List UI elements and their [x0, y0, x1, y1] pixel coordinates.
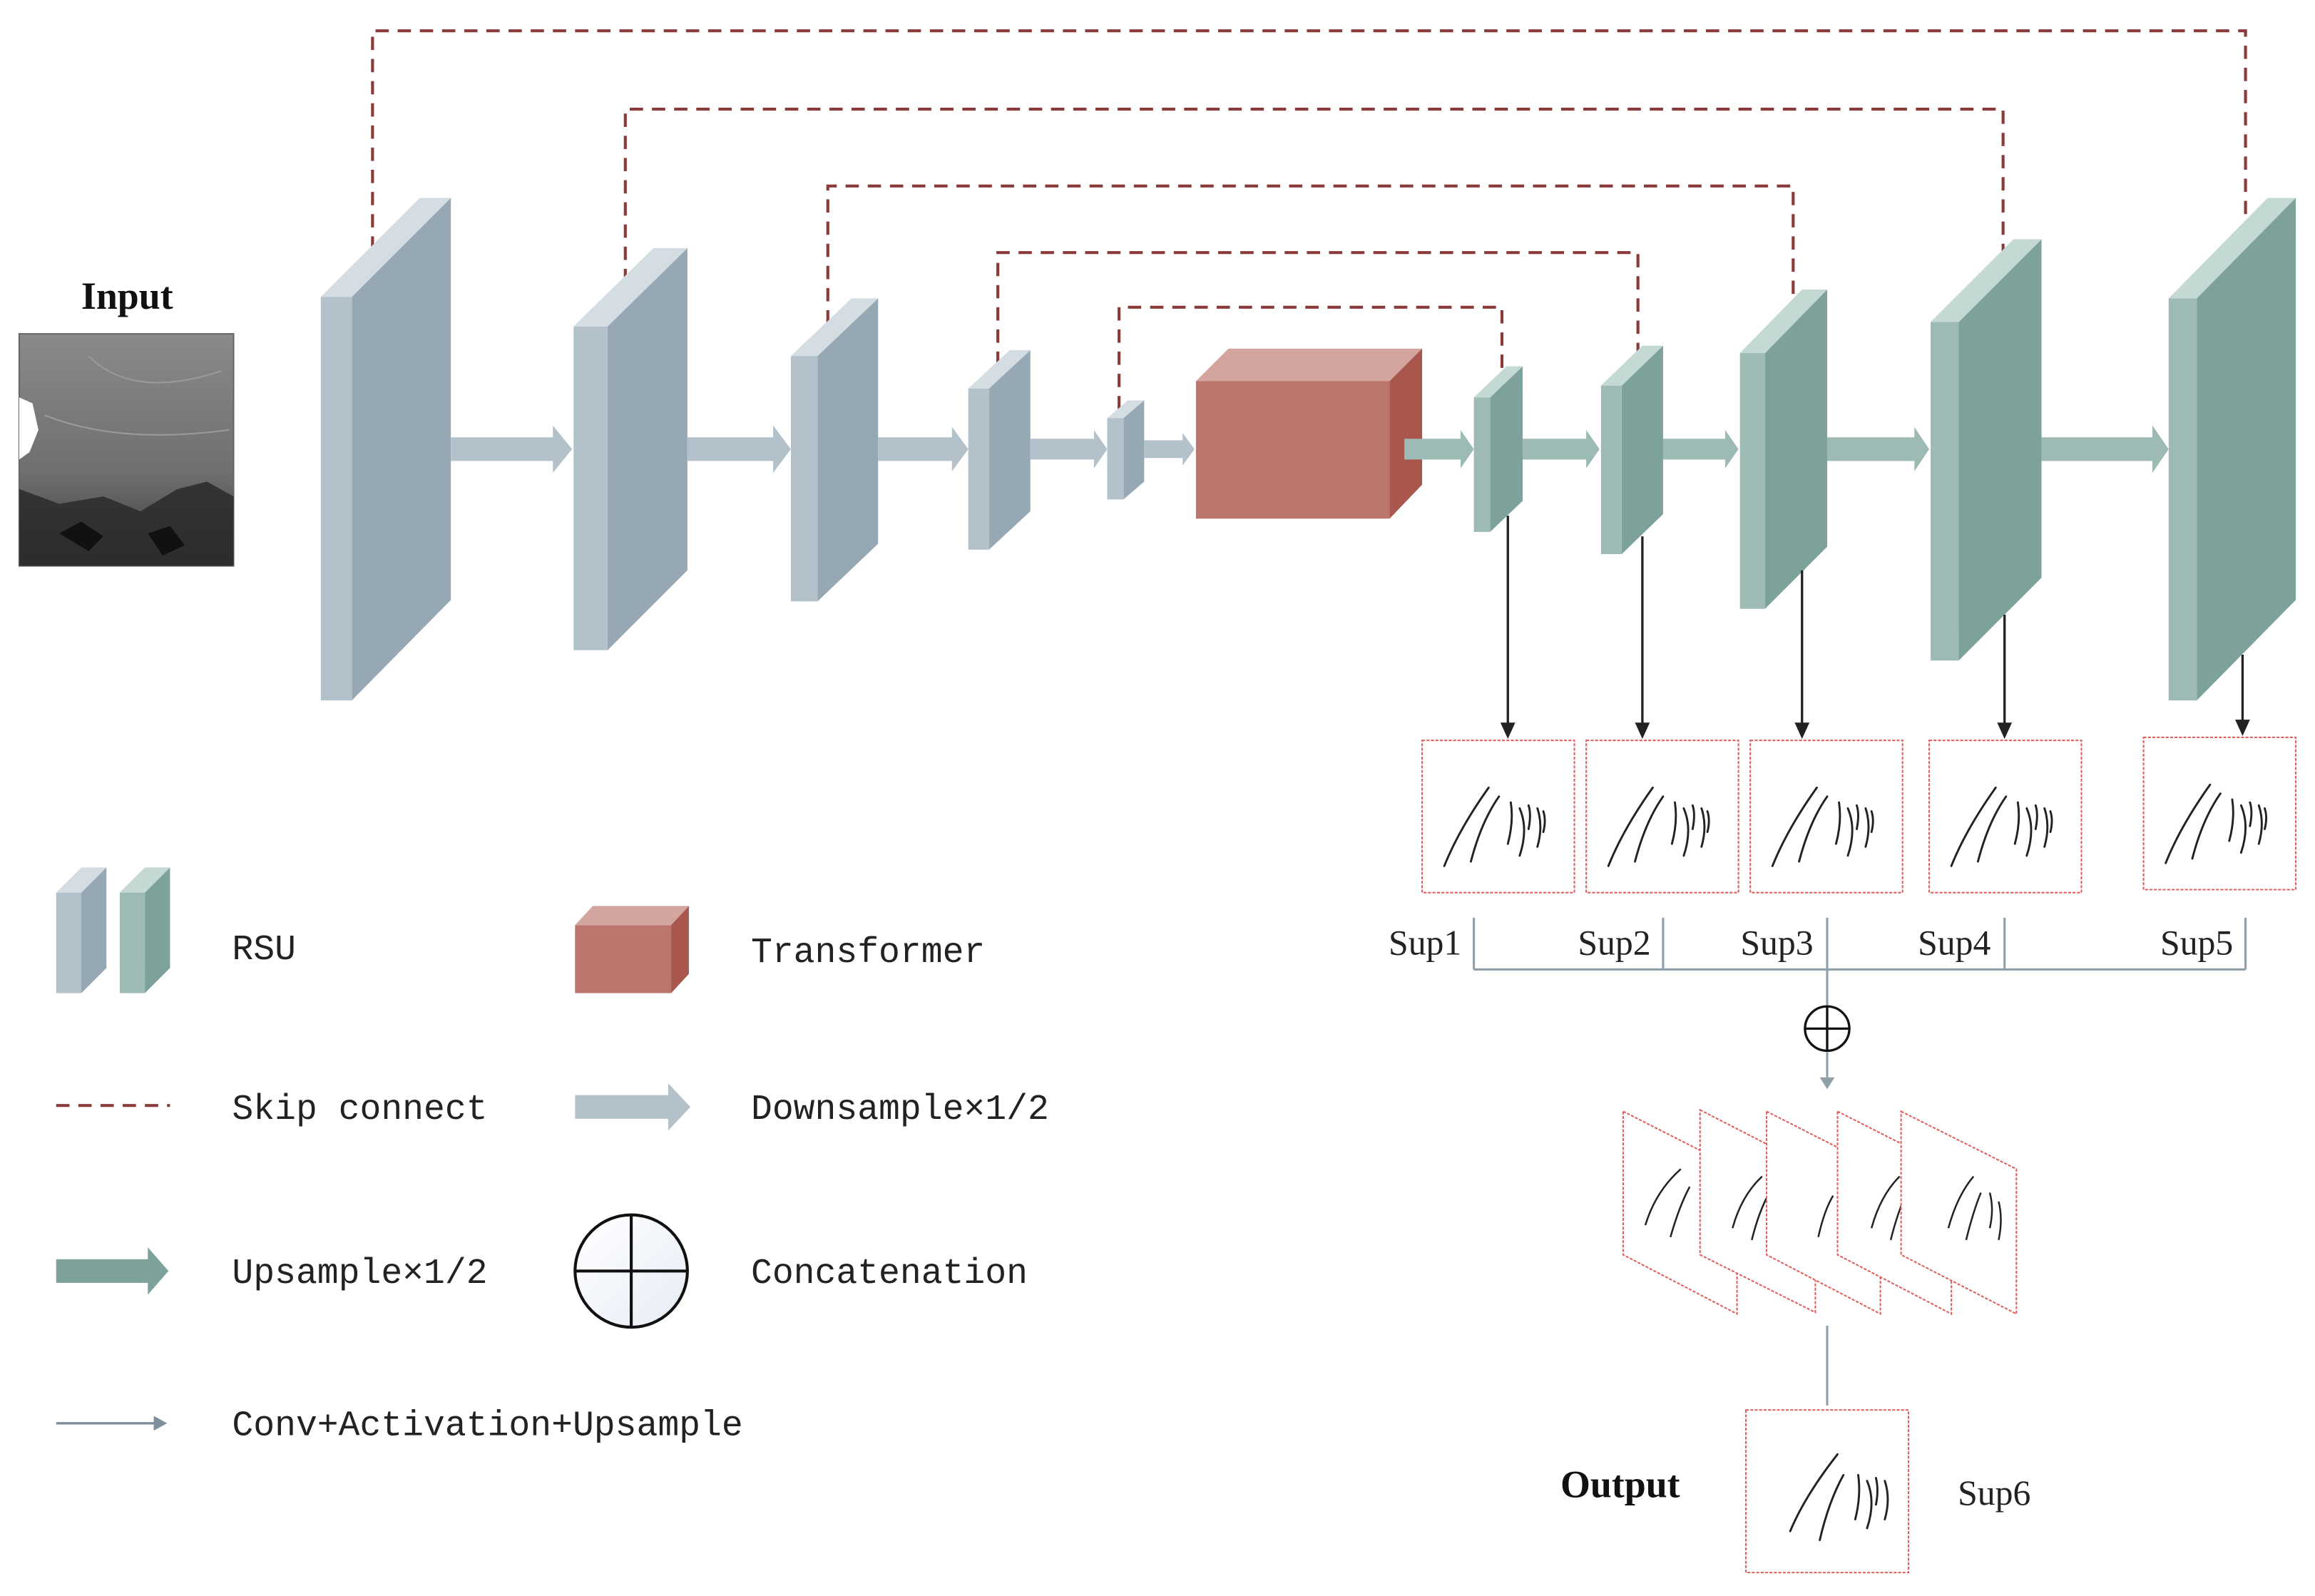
sup-map-5 — [2142, 736, 2297, 891]
transformer-block — [1195, 348, 1423, 519]
downsample-arrow-1 — [451, 425, 573, 473]
upsample-arrow-3 — [1662, 429, 1739, 469]
sup6-label: Sup6 — [1958, 1473, 2030, 1513]
encoder-rsu-5 — [1107, 400, 1145, 500]
upsample-arrow-5 — [2041, 425, 2169, 473]
upsample-arrow-2 — [1522, 429, 1600, 469]
decoder-rsu-4 — [1931, 239, 2042, 661]
sup-label-3: Sup3 — [1740, 924, 1813, 963]
legend-downsample-label: Downsample×1/2 — [751, 1090, 1049, 1130]
skip-connect-5 — [1118, 305, 1504, 409]
skip-connect-1 — [371, 29, 2247, 250]
input-image — [18, 333, 235, 567]
legend-transformer-label: Transformer — [751, 933, 985, 973]
downsample-arrow-2 — [687, 425, 791, 473]
fusion-arrow-head — [1819, 1077, 1835, 1090]
skip-connections — [371, 29, 2247, 409]
upsample-arrow-1 — [1404, 429, 1474, 469]
input-label: Input — [81, 275, 173, 317]
skip-connect-2 — [623, 108, 2005, 282]
skip-connect-4 — [996, 251, 1640, 368]
encoder-rsu-3 — [790, 298, 879, 602]
legend-upsample-icon — [56, 1247, 169, 1295]
legend-rsu-label: RSU — [232, 930, 296, 970]
skip-connect-3 — [826, 184, 1795, 324]
encoder-rsu-1 — [320, 198, 451, 701]
legend-concatenation-label: Concatenation — [751, 1254, 1028, 1294]
output-map-sup6 — [1744, 1409, 1910, 1574]
conv-arrows — [1500, 516, 2250, 740]
sup-label-5: Sup5 — [2160, 924, 2233, 963]
sup-label-1: Sup1 — [1389, 924, 1461, 963]
output-label: Output — [1560, 1463, 1680, 1505]
legend-upsample-label: Upsample×1/2 — [232, 1254, 487, 1294]
stacked-map-5 — [1900, 1110, 2018, 1316]
downsample-arrows — [451, 425, 1195, 473]
sup-map-1 — [1421, 740, 1575, 894]
legend-rsu-icon — [56, 867, 170, 993]
legend-transformer-icon — [575, 906, 689, 993]
legend-conv-icon — [56, 1416, 168, 1431]
decoder-rsu-2 — [1600, 345, 1663, 554]
sup-map-3 — [1749, 740, 1903, 894]
stacked-sup-maps — [1622, 1108, 2018, 1316]
legend: RSU Transformer Skip connect Downsample×… — [56, 867, 1049, 1446]
sup-map-4 — [1928, 740, 2083, 894]
decoder-rsu-5 — [2168, 198, 2296, 701]
encoder-rsu-2 — [573, 247, 688, 650]
sup-labels: Sup1 Sup2 Sup3 Sup4 Sup5 — [1389, 924, 2233, 963]
sup-label-4: Sup4 — [1918, 924, 1991, 963]
encoder-rsu-4 — [968, 349, 1031, 550]
concatenation-icon — [1804, 1005, 1851, 1053]
sup-label-2: Sup2 — [1578, 924, 1650, 963]
upsample-arrows — [1404, 425, 2169, 473]
legend-skip-label: Skip connect — [232, 1090, 487, 1130]
sup-map-2 — [1585, 740, 1739, 894]
sup-maps — [1421, 736, 2297, 894]
decoder-rsu-3 — [1739, 289, 1827, 609]
legend-conv-label: Conv+Activation+Upsample — [232, 1406, 742, 1446]
fusion-bracket — [1473, 917, 2247, 1080]
legend-concatenation-icon — [573, 1213, 689, 1329]
downsample-arrow-4 — [1030, 429, 1108, 469]
legend-downsample-icon — [575, 1083, 690, 1131]
downsample-arrow-3 — [878, 426, 969, 471]
downsample-arrow-5 — [1144, 433, 1195, 466]
upsample-arrow-4 — [1826, 426, 1929, 471]
decoder-rsu-1 — [1473, 366, 1523, 532]
